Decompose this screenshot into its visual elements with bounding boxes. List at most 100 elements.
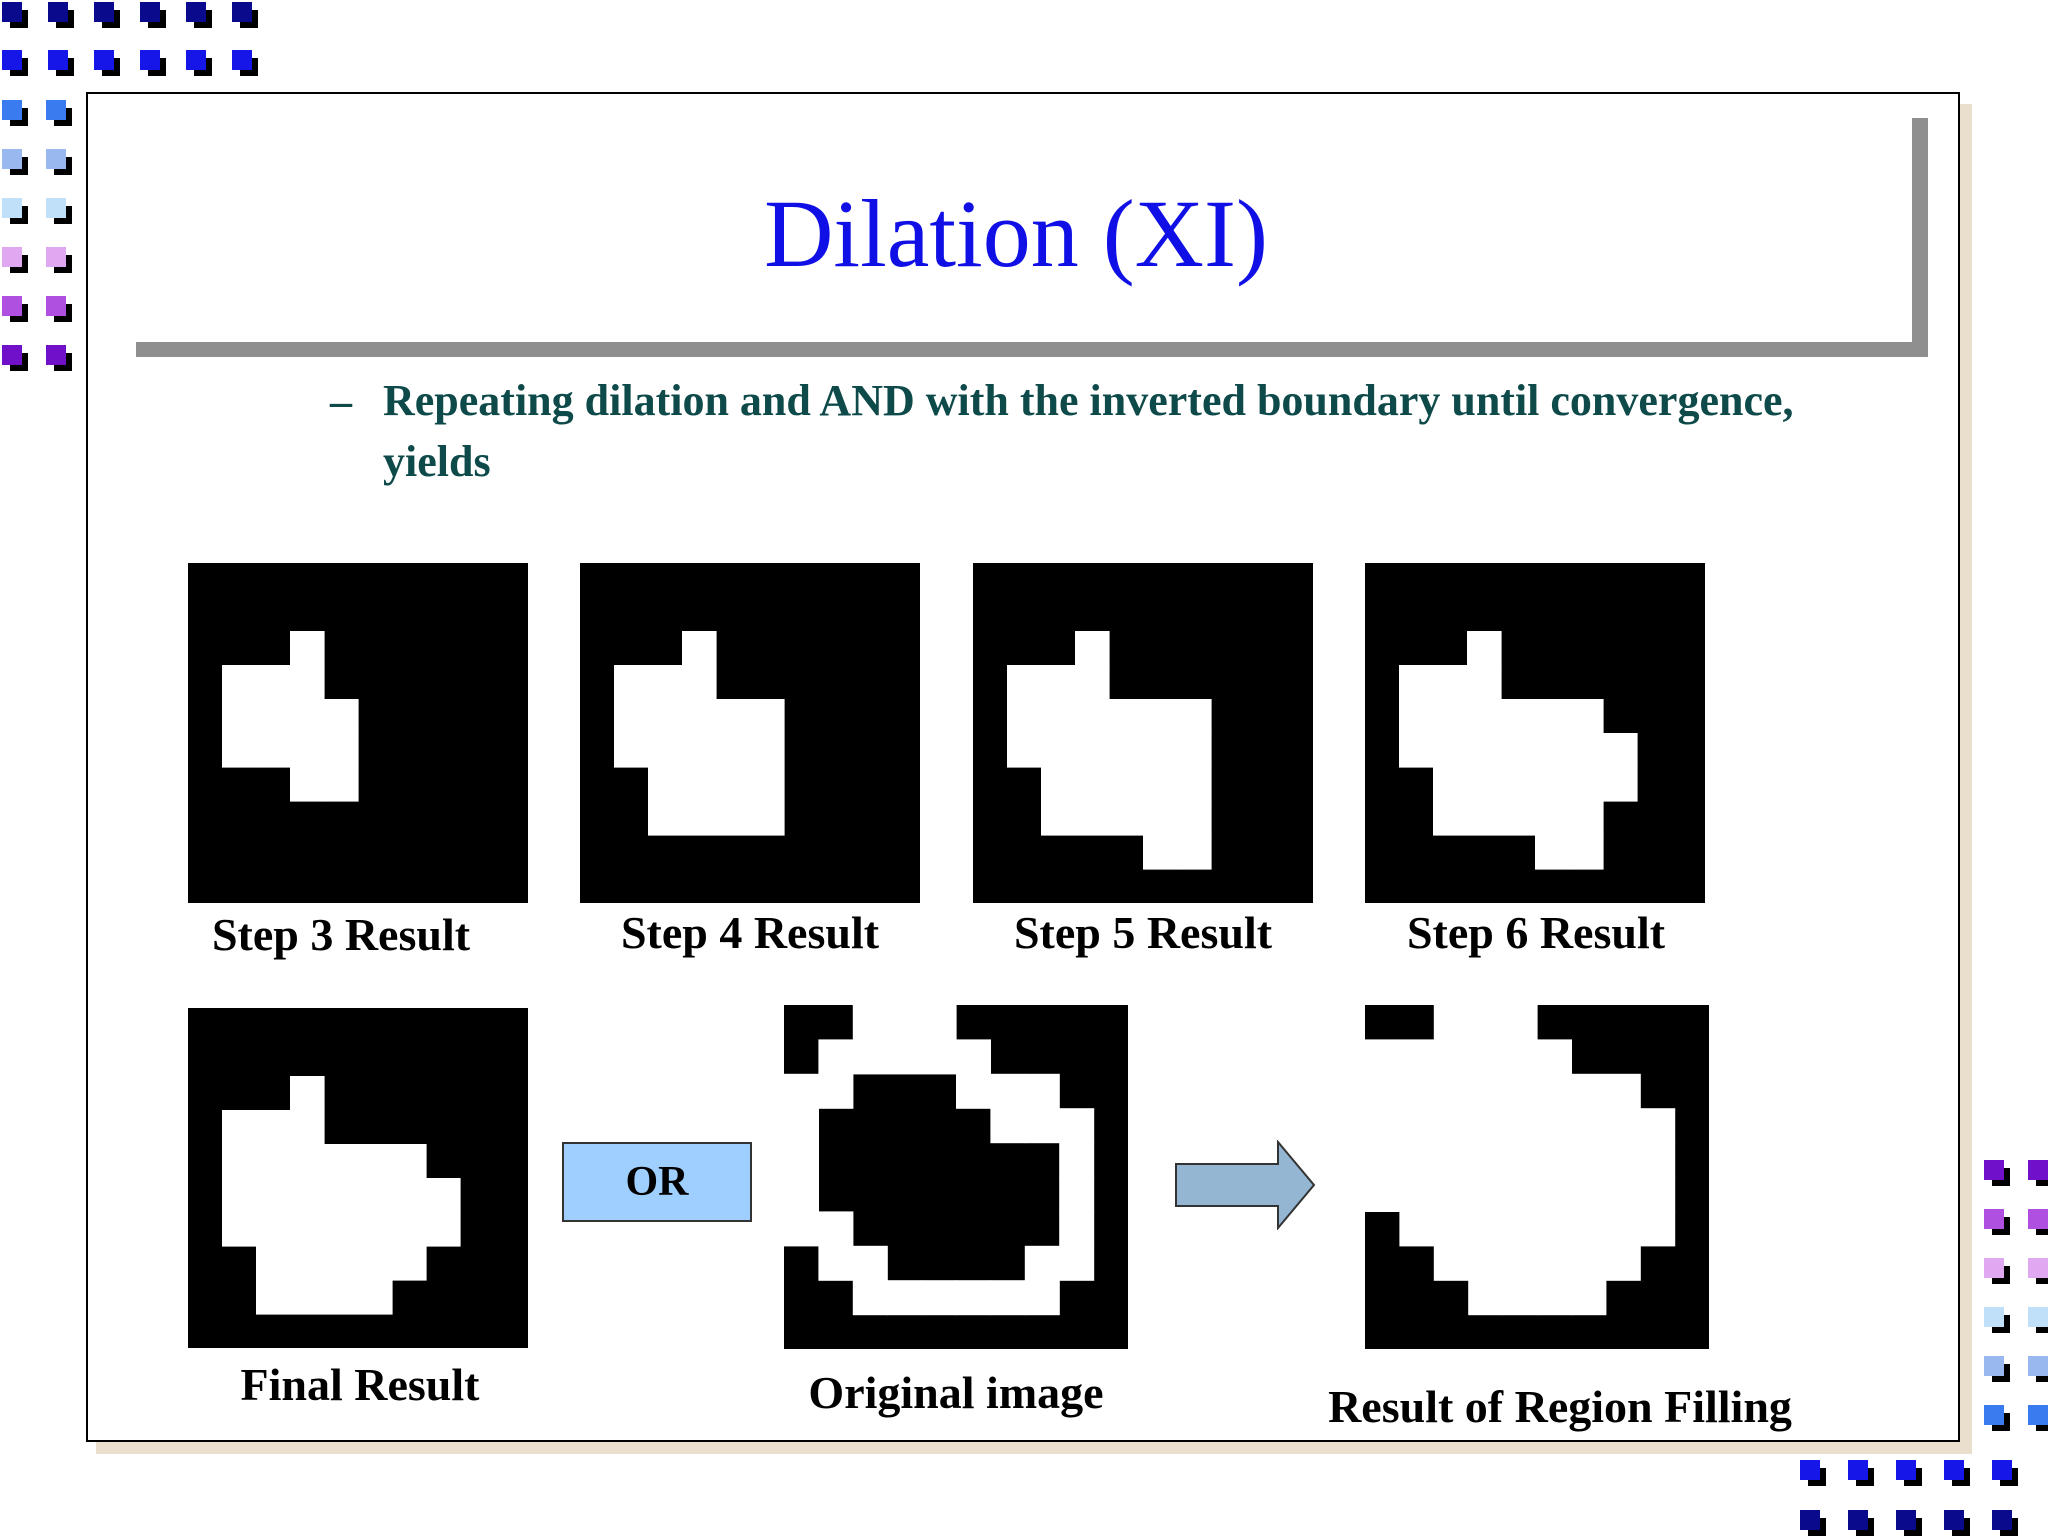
filled-image <box>1365 1005 1709 1349</box>
step6-pixel <box>1535 699 1570 734</box>
step4-pixel <box>750 767 785 802</box>
step3-pixel <box>222 699 257 734</box>
step4-pixel <box>614 699 649 734</box>
filled-pixel <box>1571 1177 1607 1213</box>
filled-pixel <box>1571 1280 1607 1316</box>
filled-pixel <box>1502 1039 1538 1075</box>
final-pixel <box>324 1212 359 1247</box>
original-pixel <box>990 1073 1026 1109</box>
filled-pixel <box>1399 1073 1435 1109</box>
step6-pixel <box>1501 767 1536 802</box>
step5-image <box>973 563 1313 903</box>
deco-square <box>186 2 206 22</box>
step6-pixel <box>1467 767 1502 802</box>
step5-pixel <box>1109 733 1144 768</box>
deco-square <box>46 149 66 169</box>
step5-pixel <box>1177 801 1212 836</box>
step6-pixel <box>1433 699 1468 734</box>
filled-pixel <box>1605 1211 1641 1247</box>
deco-square <box>48 50 68 70</box>
final-image <box>188 1008 528 1348</box>
deco-square <box>140 2 160 22</box>
filled-pixel <box>1605 1142 1641 1178</box>
deco-square <box>2 149 22 169</box>
final-pixel <box>324 1280 359 1315</box>
original-pixel <box>784 1073 820 1109</box>
original-pixel <box>956 1039 992 1075</box>
filled-pixel <box>1468 1245 1504 1281</box>
deco-square <box>46 100 66 120</box>
step5-pixel <box>1143 835 1178 870</box>
filled-pixel <box>1537 1211 1573 1247</box>
deco-square <box>1984 1307 2004 1327</box>
original-pixel <box>1024 1108 1060 1144</box>
filled-pixel <box>1365 1108 1401 1144</box>
step3-pixel <box>290 631 325 666</box>
step6-pixel <box>1501 733 1536 768</box>
deco-square <box>1896 1510 1916 1530</box>
final-pixel <box>358 1212 393 1247</box>
step4-caption: Step 4 Result <box>620 907 880 958</box>
bullet-marker: – <box>330 377 352 426</box>
step5-pixel <box>1007 699 1042 734</box>
step6-pixel <box>1535 733 1570 768</box>
original-pixel <box>887 1280 923 1316</box>
step5-pixel <box>1075 767 1110 802</box>
step6-pixel <box>1603 733 1638 768</box>
filled-pixel <box>1640 1177 1676 1213</box>
step4-pixel <box>682 733 717 768</box>
original-pixel <box>956 1073 992 1109</box>
final-pixel <box>256 1212 291 1247</box>
original-pixel <box>1059 1142 1095 1178</box>
filled-pixel <box>1605 1245 1641 1281</box>
original-pixel <box>818 1211 854 1247</box>
deco-square <box>2028 1258 2048 1278</box>
final-pixel <box>426 1178 461 1213</box>
final-pixel <box>256 1280 291 1315</box>
final-pixel <box>290 1280 325 1315</box>
original-pixel <box>887 1039 923 1075</box>
original-pixel <box>852 1280 888 1316</box>
final-pixel <box>392 1178 427 1213</box>
step6-image <box>1365 563 1705 903</box>
step3-pixel <box>222 733 257 768</box>
final-pixel <box>222 1212 257 1247</box>
step3-image <box>188 563 528 903</box>
step4-pixel <box>648 733 683 768</box>
step5-pixel <box>1075 665 1110 700</box>
step5-pixel <box>1143 767 1178 802</box>
original-pixel <box>818 1073 854 1109</box>
original-pixel <box>784 1177 820 1213</box>
original-image <box>784 1005 1128 1349</box>
deco-square <box>1800 1510 1820 1530</box>
filled-pixel <box>1537 1280 1573 1316</box>
deco-square <box>2028 1356 2048 1376</box>
step5-pixel <box>1177 699 1212 734</box>
final-pixel <box>290 1178 325 1213</box>
step6-pixel <box>1467 699 1502 734</box>
step5-pixel <box>1041 733 1076 768</box>
original-pixel <box>852 1039 888 1075</box>
deco-square <box>1944 1510 1964 1530</box>
deco-square <box>46 247 66 267</box>
deco-square <box>2 100 22 120</box>
filled-pixel <box>1537 1177 1573 1213</box>
step4-pixel <box>750 699 785 734</box>
filled-pixel <box>1537 1245 1573 1281</box>
step4-pixel <box>648 665 683 700</box>
original-pixel <box>990 1108 1026 1144</box>
filled-pixel <box>1468 1177 1504 1213</box>
filled-pixel <box>1365 1177 1401 1213</box>
step6-pixel <box>1399 733 1434 768</box>
filled-pixel <box>1399 1177 1435 1213</box>
original-pixel <box>1059 1245 1095 1281</box>
step4-pixel <box>648 699 683 734</box>
original-pixel <box>1059 1211 1095 1247</box>
filled-pixel <box>1468 1280 1504 1316</box>
step4-pixel <box>682 801 717 836</box>
step3-pixel <box>256 699 291 734</box>
step6-pixel <box>1603 767 1638 802</box>
step3-pixel <box>290 733 325 768</box>
original-pixel <box>921 1280 957 1316</box>
step4-pixel <box>682 665 717 700</box>
